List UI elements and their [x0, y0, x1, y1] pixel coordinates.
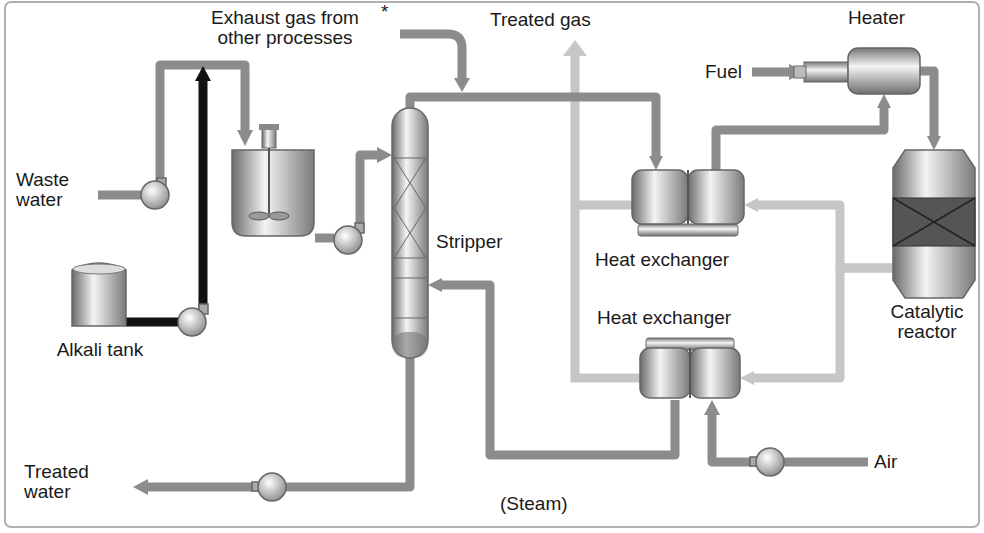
- pump: [141, 181, 169, 209]
- pump: [141, 178, 784, 501]
- light-gas-line: [575, 201, 632, 210]
- arrow-head: [789, 64, 805, 80]
- stripper-column-part: [394, 318, 426, 319]
- equipment-label: Heat exchanger: [595, 250, 755, 270]
- alkali-line: [126, 80, 203, 322]
- arrow-head: [133, 479, 148, 495]
- equipment-label: Heater: [848, 8, 928, 28]
- catalytic-reactor-part: [893, 198, 975, 246]
- heat-exchanger: Heat exchanger: [632, 170, 744, 236]
- flow-line: [920, 71, 934, 136]
- stream-label: Waste water: [16, 170, 96, 210]
- alkali-line: [126, 318, 178, 327]
- heat-exchanger-part: [690, 348, 740, 398]
- stream-label: Treated water: [24, 462, 119, 502]
- flow-line: [758, 205, 893, 268]
- stripper-column: Stripper: [392, 108, 428, 358]
- footnote-mark: *: [381, 2, 395, 22]
- heat-exchanger-shape: [632, 170, 744, 236]
- heat-exchanger: Heat exchanger: [640, 338, 740, 400]
- stripper-column-part: [394, 278, 426, 279]
- stripper-column-part: [392, 108, 428, 358]
- stream-label: Fuel: [705, 62, 750, 82]
- flow-line: [754, 268, 893, 378]
- process-line: [147, 483, 258, 492]
- catalytic-reactor-part: [893, 198, 975, 246]
- pump: [756, 448, 784, 476]
- process-line: [360, 155, 378, 228]
- heat-exchanger-part: [638, 224, 738, 236]
- stripper-column-part: [394, 158, 426, 258]
- process-line: [752, 68, 790, 77]
- process-line: [315, 234, 334, 243]
- heat-exchanger-part: [687, 170, 689, 224]
- burner: [794, 62, 848, 82]
- process-line: [712, 414, 756, 462]
- light-gas-line: [575, 54, 640, 378]
- equipment-label: Catalytic reactor: [879, 302, 975, 342]
- arrow-head: [237, 130, 253, 146]
- stripper-column-shape: [392, 108, 428, 358]
- heat-exchanger-part: [689, 348, 691, 398]
- heat-exchanger-part: [688, 170, 744, 224]
- arrow-head: [133, 64, 805, 495]
- arrow-head: [454, 78, 470, 92]
- mixing-tank: [259, 124, 279, 130]
- heater-drum-part: [848, 48, 920, 94]
- mixing-tank: [269, 212, 289, 220]
- stripper-column-part: [394, 158, 426, 159]
- heat-exchanger-shape: [640, 338, 740, 400]
- storage-tank-part: [72, 263, 126, 326]
- mixing-tank: [232, 124, 314, 236]
- pump: [258, 473, 286, 501]
- catalytic-reactor: Catalytic reactor: [893, 150, 975, 298]
- equipment-label: Heat exchanger: [597, 308, 757, 328]
- mixing-tank: [232, 150, 314, 236]
- catalytic-reactor-part: [893, 150, 975, 298]
- burner: [804, 62, 848, 82]
- burner: [794, 66, 806, 78]
- process-line: [400, 34, 462, 80]
- storage-tank-part: [73, 264, 125, 274]
- catalytic-reactor-shape: [893, 150, 975, 298]
- light-gas-line: [575, 54, 640, 378]
- pump: [334, 226, 362, 254]
- heater-drum: Heater: [848, 48, 920, 94]
- equipment-label: Alkali tank: [20, 340, 180, 360]
- arrow-head: [563, 40, 587, 56]
- pump: [178, 308, 206, 336]
- arrow-head: [195, 66, 211, 81]
- stripper-column-part: [392, 332, 428, 358]
- heat-exchanger-part: [640, 348, 690, 398]
- process-line: [286, 358, 410, 487]
- mixing-tank: [262, 128, 276, 148]
- process-line: [784, 458, 868, 467]
- stream-label: Air: [874, 452, 914, 472]
- storage-tank-shape: [72, 262, 126, 326]
- arrow-head: [704, 400, 720, 415]
- storage-tank: Alkali tank: [72, 262, 126, 326]
- arrow-head: [377, 147, 392, 163]
- alkali-line: [199, 80, 208, 310]
- equipment-label: Stripper: [436, 232, 536, 252]
- stripper-column-part: [394, 258, 426, 259]
- flow-line: [410, 97, 656, 156]
- stream-label: Treated gas: [490, 10, 610, 30]
- mixing-tank: [268, 148, 270, 214]
- process-line: [98, 34, 868, 487]
- stream-label: Exhaust gas from other processes: [195, 8, 375, 48]
- flow-line: [716, 108, 884, 170]
- heat-exchanger-part: [632, 170, 688, 224]
- mixing-tank: [249, 212, 269, 220]
- edge-label: (Steam): [500, 494, 568, 514]
- frame: [5, 2, 979, 527]
- heater-drum-shape: [848, 48, 920, 94]
- process-line: [98, 191, 141, 200]
